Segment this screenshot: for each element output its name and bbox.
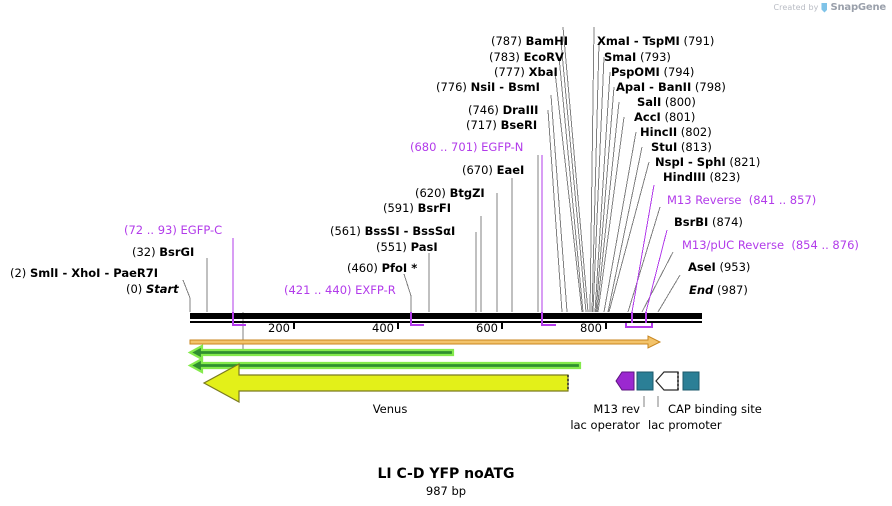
label-apai-banii[interactable]: ApaI - BanII (798) [616,80,726,94]
label-stui[interactable]: StuI (813) [651,140,712,154]
right-feature-leaders [643,396,659,407]
label-ecorv[interactable]: (783) EcoRV [489,50,564,64]
snapgene-watermark: Created by SnapGene [773,2,886,13]
label-bsrbi[interactable]: BsrBI (874) [674,215,743,229]
construct-length: 987 bp [425,484,467,498]
label-acci[interactable]: AccI (801) [634,110,696,124]
label-m13-reverse[interactable]: M13 Reverse (841 .. 857) [667,193,817,207]
construct-title: LI C-D YFP noATG [377,466,515,482]
label-smai[interactable]: SmaI (793) [604,50,671,64]
ruler-tick-label-800: 800 [580,321,602,335]
label-bsssi-bsssai[interactable]: (561) BssSI - BssSαI [330,224,456,238]
ruler-tick-label-400: 400 [372,321,394,335]
m13-rev-arrow-icon [615,371,635,391]
venus-arrow [202,362,569,404]
label-bseri[interactable]: (717) BseRI [466,118,538,132]
sequence-backbone[interactable] [190,313,702,319]
label-egfp-c[interactable]: (72 .. 93) EGFP-C [124,223,223,237]
ruler-tick-200 [293,321,295,329]
label-draiii[interactable]: (746) DraIII [468,103,539,117]
ruler-tick-label-600: 600 [476,321,498,335]
label-bsrfi[interactable]: (591) BsrFI [383,201,452,215]
label-pasi[interactable]: (551) PasI [376,240,438,254]
label-eaei[interactable]: (670) EaeI [462,163,525,177]
snapgene-flag-icon [821,2,828,13]
feature-label-venus: Venus [372,402,408,416]
green-arrow-1 [187,344,455,361]
label-xbai[interactable]: (777) XbaI [494,65,558,79]
watermark-prefix: Created by [773,3,819,12]
label-egfp-n[interactable]: (680 .. 701) EGFP-N [410,140,524,154]
right-feature-shapes-group [615,371,700,391]
label-exfp-r[interactable]: (421 .. 440) EXFP-R [284,283,396,297]
feature-label-lac-promoter: lac promoter [648,418,722,432]
feature-label-m13-rev: M13 rev [593,402,640,416]
label-btgzi[interactable]: (620) BtgZI [415,186,485,200]
label-pspomi[interactable]: PspOMI (794) [611,65,695,79]
label-nsii-bsmi[interactable]: (776) NsiI - BsmI [436,80,540,94]
ruler-tick-label-200: 200 [268,321,290,335]
feature-brackets-group [232,312,653,328]
feature-arrows-group [187,335,662,404]
label-end[interactable]: End (987) [689,283,748,297]
watermark-brand: SnapGene [830,2,886,13]
label-asei[interactable]: AseI (953) [688,260,751,274]
orange-full-length-arrow [189,335,662,349]
label-sali[interactable]: SalI (800) [637,95,696,109]
label-bsrgi[interactable]: (32) BsrGI [132,245,195,259]
label-hindiii[interactable]: HindIII (823) [663,170,741,184]
label-start[interactable]: (0) Start [126,282,179,296]
feature-label-cap-binding-site: CAP binding site [668,402,762,416]
label-hincii[interactable]: HincII (802) [640,125,712,139]
label-bamhi[interactable]: (787) BamHI [491,34,569,48]
lac-promoter-arrow-icon [655,371,679,391]
label-nspi-sphi[interactable]: NspI - SphI (821) [655,155,761,169]
label-pfoi[interactable]: (460) PfoI * [347,261,418,275]
feature-label-lac-operator: lac operator [570,418,640,432]
ruler-tick-400 [397,321,399,329]
ruler-tick-800 [605,321,607,329]
cap-binding-site-box-icon [682,371,700,391]
lac-operator-box-icon [636,371,654,391]
label-m13-puc-reverse[interactable]: M13/pUC Reverse (854 .. 876) [682,238,859,252]
label-xmai-tspmi[interactable]: XmaI - TspMI (791) [597,34,715,48]
sequence-baseline [190,321,702,323]
ruler-tick-600 [501,321,503,329]
green-arrow-2 [187,357,582,374]
label-smli-xhoi-paer7i[interactable]: (2) SmlI - XhoI - PaeR7I [10,266,159,280]
